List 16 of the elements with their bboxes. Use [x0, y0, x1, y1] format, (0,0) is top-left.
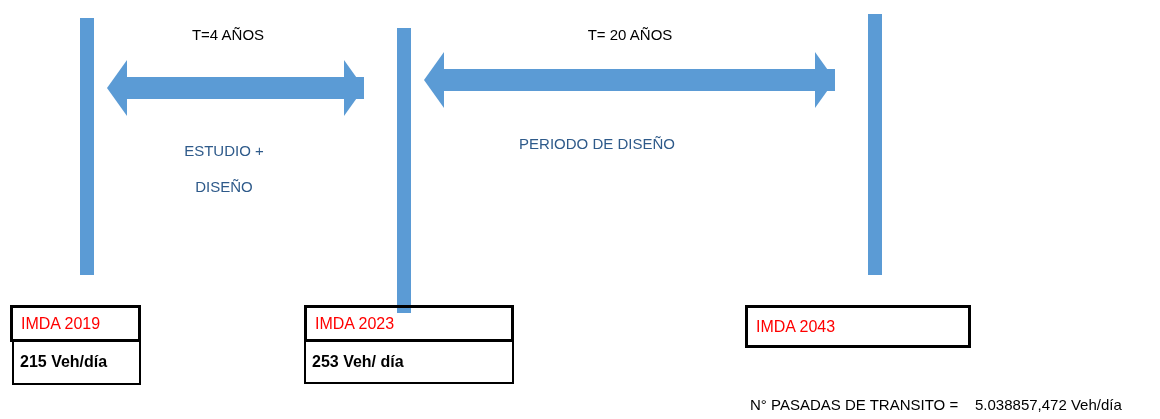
phase-label: ESTUDIO + DISEÑO [183, 141, 265, 197]
result-value: 5.038857,472 Veh/día [975, 396, 1122, 413]
double-arrow [424, 52, 835, 108]
traffic-value-box: 253 Veh/ día [304, 341, 514, 384]
double-arrow [107, 60, 364, 116]
result-label: N° PASADAS DE TRANSITO = [750, 396, 959, 413]
year-box: IMDA 2019 [10, 305, 141, 342]
traffic-value-box: 215 Veh/día [12, 341, 141, 385]
timeline-bar [80, 18, 94, 275]
year-box: IMDA 2043 [745, 305, 971, 348]
phase-label: PERIODO DE DISEÑO [519, 135, 675, 152]
year-box: IMDA 2023 [304, 305, 514, 342]
edge-label: T= 20 AÑOS [587, 26, 673, 43]
timeline-bar [397, 28, 411, 313]
timeline-bar [868, 14, 882, 275]
edge-label: T=4 AÑOS [191, 26, 265, 43]
